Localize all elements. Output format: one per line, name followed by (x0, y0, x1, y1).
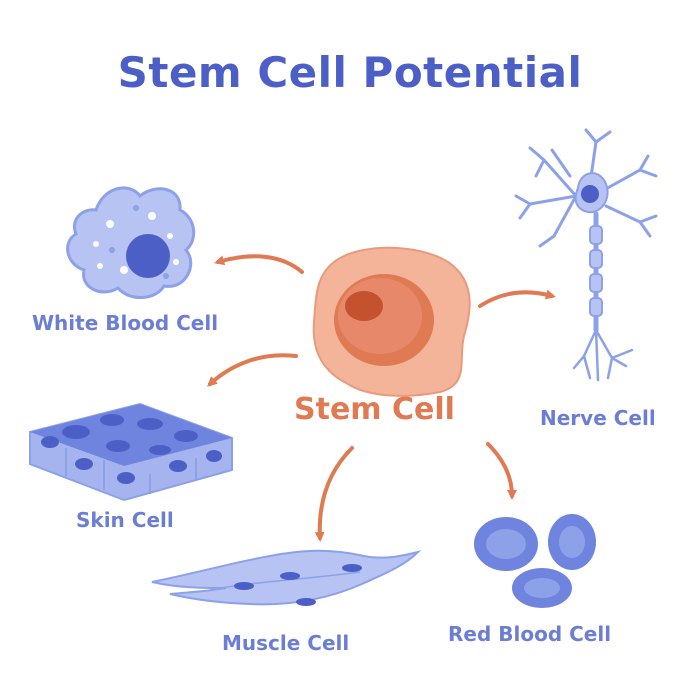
arrow-to-red-blood-cell (486, 442, 517, 500)
white-blood-cell (66, 186, 196, 299)
stem-cell-label: Stem Cell (294, 392, 455, 427)
white-blood-cell-label: White Blood Cell (32, 311, 219, 335)
nerve-cell (514, 128, 658, 382)
skin-cell (29, 402, 233, 502)
red-blood-cell-label: Red Blood Cell (448, 622, 612, 646)
muscle-cell (151, 549, 422, 606)
arrow-to-skin-cell (207, 353, 298, 387)
skin-cell-label: Skin Cell (76, 508, 174, 532)
diagram-title: Stem Cell Potential (117, 48, 583, 97)
arrow-to-nerve-cell (478, 289, 556, 308)
muscle-cell-label: Muscle Cell (222, 631, 350, 655)
red-blood-cells (474, 514, 596, 608)
arrow-to-muscle-cell (314, 446, 354, 542)
arrow-to-white-blood-cell (214, 254, 304, 274)
nerve-cell-label: Nerve Cell (540, 406, 656, 430)
stem-cell (312, 246, 471, 397)
arrows (207, 254, 556, 542)
